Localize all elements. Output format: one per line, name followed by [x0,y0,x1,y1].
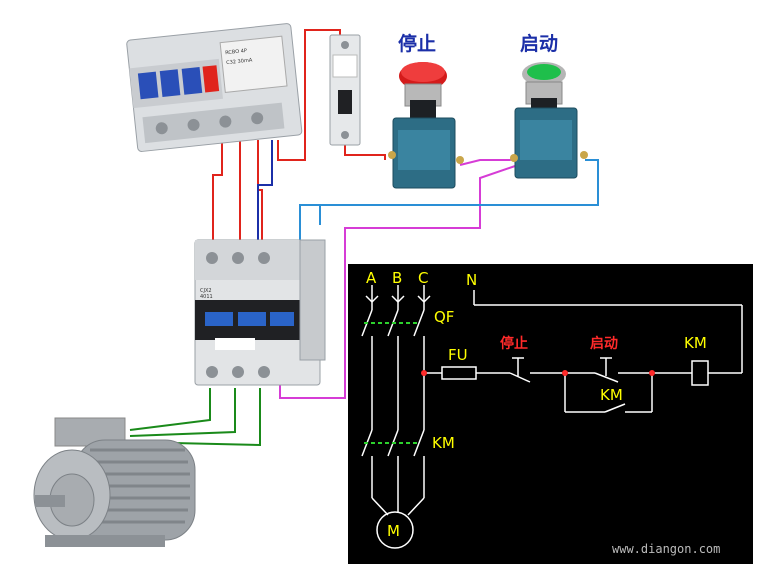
motor [33,417,196,547]
start-button-label: 启动 [520,32,558,55]
contactor: CJX2 4011 [194,239,326,386]
wire-v [129,388,236,437]
wire-start-aux [279,164,519,399]
wire-u [129,388,211,431]
label-main-km: KM [432,434,455,452]
label-phase-b: B [392,269,402,287]
label-stop: 停止 [500,335,528,352]
wire-coil-blue-2 [299,204,320,245]
wire-coil-blue [319,159,599,225]
label-phase-a: A [366,269,377,287]
label-hold-km: KM [600,386,623,404]
wire-l3 [257,140,263,245]
schematic-panel: A B C N QF FU 停止 启动 KM KM KM M www.diang… [348,264,753,564]
stop-button[interactable] [388,62,464,189]
label-phase-c: C [418,269,428,287]
svg-text:RCBO 4P: RCBO 4P [225,48,247,56]
start-button[interactable] [510,62,588,179]
watermark: www.diangon.com [612,542,720,556]
wire-control-red [277,29,341,161]
contactor-sub: 4011 [200,294,213,300]
control-breaker [329,34,361,146]
stop-button-label: 停止 [398,32,436,55]
contactor-model: CJX2 [200,288,212,294]
wire-w [129,388,261,447]
main-breaker: RCBO 4P C32 30mA [126,23,303,152]
label-qf: QF [434,308,454,326]
wire-n-blue [257,140,273,245]
wire-l1 [212,140,223,245]
label-neutral: N [466,271,477,289]
svg-text:C32 30mA: C32 30mA [226,57,253,66]
label-motor: M [387,522,400,540]
label-coil-km: KM [684,334,707,352]
label-fu: FU [448,346,468,364]
label-start: 启动 [590,335,618,352]
